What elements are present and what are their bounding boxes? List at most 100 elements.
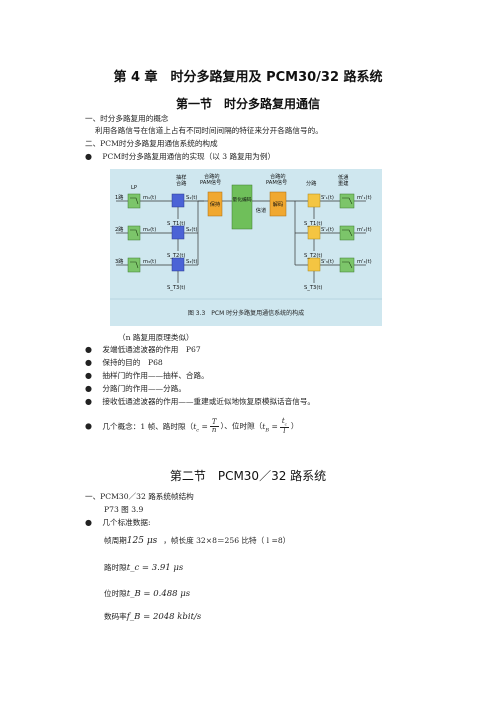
- bullet-split-gate: ● 分路门的作用——分路。: [85, 384, 186, 394]
- bullet-text: 发端低通滤波器的作用 P67: [102, 345, 201, 354]
- mo2-label: m'₂(t): [357, 227, 372, 233]
- bullet-dot: ●: [85, 152, 92, 161]
- frame-period-label: 帧周期: [104, 536, 127, 545]
- split-gates: [307, 193, 321, 272]
- frame-period-value: 125 μs: [126, 536, 158, 546]
- bullet-pcm-realization: ● PCM时分多路复用通信的实现（以 3 路复用为例）: [85, 152, 275, 162]
- bullet-text: 几个标准数据:: [102, 518, 151, 527]
- bullet-text: 接收低通滤波器的作用——重建或近似地恢复原模拟话音信号。: [102, 397, 316, 406]
- pcm-system-figure: LP 1路 2路 3路 m₁(t) m₂(t) m₃(t) S₁(t) S₂(t…: [110, 169, 382, 326]
- slot-label: 路时隙: [104, 563, 127, 572]
- bullet-standard-data: ● 几个标准数据:: [85, 518, 151, 528]
- st3-rx-label: S_T3(t): [304, 285, 322, 291]
- m3-label: m₃(t): [143, 259, 156, 265]
- sampling-label-line2: 合路: [176, 179, 187, 187]
- pam-label-line2: PAM信号: [200, 178, 221, 186]
- rebuild-filter-1: [339, 193, 355, 209]
- ch2-label: 2路: [115, 225, 124, 233]
- slot-value: t_c = 3.91 μs: [126, 563, 184, 573]
- rate-row: 数码率f_B = 2048 kbit/s: [104, 612, 201, 622]
- split-gate-1: [307, 193, 321, 208]
- bullet-text: PCM时分多路复用通信的实现（以 3 路复用为例）: [102, 152, 276, 161]
- n-channel-note: （n 路复用原理类似）: [118, 333, 194, 342]
- sp2-label: S'₂(t): [321, 227, 334, 233]
- bullet-dot: ●: [85, 397, 92, 406]
- section1-title: 第一节 时分多路复用通信: [175, 97, 320, 111]
- rebuild-label-line1: 低通: [338, 173, 349, 181]
- m1-label: m₁(t): [143, 195, 156, 201]
- mo3-label: m'₃(t): [357, 259, 372, 265]
- mo1-label: m'₁(t): [357, 195, 372, 201]
- bullet-dot: ●: [85, 421, 92, 431]
- section2-title: 第二节 PCM30／32 路系统: [169, 469, 327, 483]
- lp-filter-2: [127, 225, 141, 241]
- sampling-gates: [171, 193, 185, 272]
- bullet-dot: ●: [85, 371, 92, 380]
- st2-label: S_T2(t): [167, 253, 185, 259]
- sampling-gate-1: [171, 193, 185, 208]
- lp-filter-1: [127, 193, 141, 209]
- slot-row: 路时隙t_c = 3.91 μs: [104, 563, 183, 573]
- tb-formula: tB =: [262, 421, 278, 434]
- lp-filter-3: [127, 257, 141, 273]
- bullet-text: 抽样门的作用——抽样、合路。: [102, 371, 209, 380]
- decode-label: 解码: [273, 200, 283, 208]
- bullet-text: 保持的目的 P68: [102, 358, 163, 367]
- s3-label: S₃(t): [186, 259, 197, 265]
- hold-label: 保持: [210, 200, 220, 208]
- decode-block: [269, 191, 287, 217]
- chapter-title: 第 4 章 时分多路复用及 PCM30/32 路系统: [113, 70, 383, 85]
- rebuild-filter-2: [339, 225, 355, 241]
- bullet-dot: ●: [85, 345, 92, 354]
- hold-block: [207, 191, 223, 217]
- quantize-encode-block: [231, 184, 253, 230]
- concepts-prefix: 几个概念：1 帧、路时隙（: [102, 421, 194, 431]
- s2-label: S₂(t): [186, 227, 197, 233]
- bullet-lpf-tx: ● 发端低通滤波器的作用 P67: [85, 345, 201, 355]
- rate-label: 数码率: [104, 612, 127, 621]
- st1-label: S_T1(t): [167, 221, 185, 227]
- quantize-label: 量化编码: [232, 196, 251, 203]
- bit-value: t_B = 0.488 μs: [126, 589, 191, 599]
- frame-period-row: 帧周期125 μs ，帧长度 32×8＝256 比特（ l =8）: [104, 536, 290, 546]
- bullet-sampling-gate: ● 抽样门的作用——抽样、合路。: [85, 371, 209, 381]
- frame-length-text: ，帧长度 32×8＝256 比特（ l =8）: [163, 536, 291, 545]
- sp1-label: S'₁(t): [321, 195, 334, 201]
- bullet-hold: ● 保持的目的 P68: [85, 358, 163, 368]
- split-label: 分路: [306, 179, 317, 187]
- bullet-dot: ●: [85, 518, 92, 527]
- sp3-label: S'₃(t): [321, 259, 334, 265]
- st1-rx-label: S_T1(t): [304, 221, 322, 227]
- bit-slot-row: 位时隙t_B = 0.488 μs: [104, 589, 190, 599]
- item1-heading: 一、时分多路复用的概念: [85, 114, 169, 123]
- item1-text: 利用各路信号在信道上占有不同时间间隔的特征来分开各路信号的。: [95, 126, 323, 135]
- section2-item1: 一、PCM30／32 路系统帧结构: [85, 492, 194, 501]
- pcm-block-diagram: LP 1路 2路 3路 m₁(t) m₂(t) m₃(t) S₁(t) S₂(t…: [110, 172, 382, 317]
- rebuild-filter-3: [339, 257, 355, 273]
- split-gate-2: [307, 225, 321, 240]
- lp-label: LP: [131, 185, 137, 191]
- figure-reference: P73 图 3.9: [104, 505, 144, 514]
- rebuild-filters: [339, 193, 355, 273]
- pam2-label-line2: PAM信号: [266, 178, 287, 186]
- bullet-lpf-rx: ● 接收低通滤波器的作用——重建或近似地恢复原模拟话音信号。: [85, 397, 315, 407]
- connection-lines: [116, 200, 366, 283]
- m2-label: m₂(t): [143, 227, 156, 233]
- s1-label: S₁(t): [186, 195, 197, 201]
- sampling-label-line1: 抽样: [176, 173, 186, 181]
- bullet-dot: ●: [85, 358, 92, 367]
- pam-label-line1: 合路的: [204, 172, 220, 180]
- sampling-gate-2: [171, 225, 185, 240]
- rebuild-label-line2: 重建: [338, 179, 348, 187]
- item2-heading: 二、PCM时分多路复用通信系统的构成: [85, 139, 218, 148]
- figure-caption: 图 3.3 PCM 时分多路复用通信系统的构成: [188, 309, 304, 317]
- rate-value: f_B = 2048 kbit/s: [126, 612, 202, 622]
- concepts-suffix: ）: [290, 421, 299, 431]
- st3-label: S_T3(t): [167, 285, 185, 291]
- tc-formula: tc =: [193, 421, 208, 434]
- ch3-label: 3路: [115, 257, 124, 265]
- filter-curves: [130, 197, 353, 269]
